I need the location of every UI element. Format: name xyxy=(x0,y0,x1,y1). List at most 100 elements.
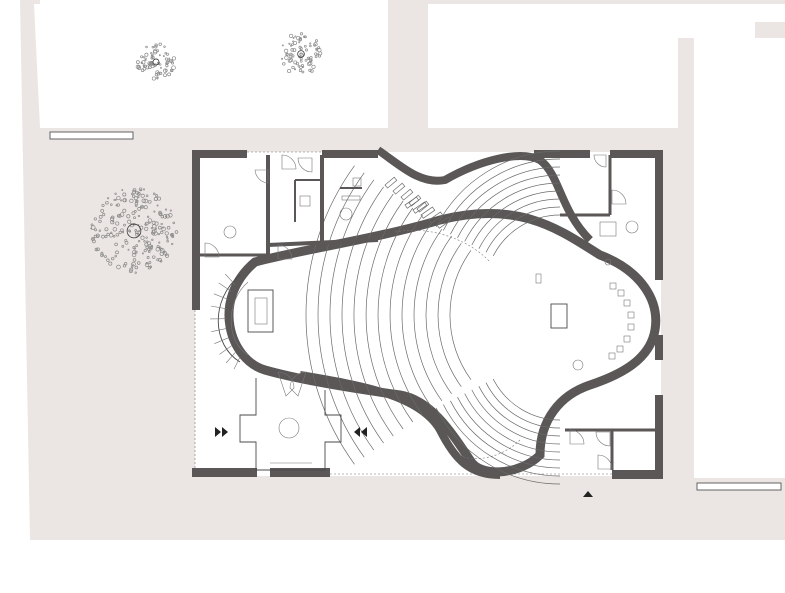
pew-south xyxy=(471,389,561,445)
organ-inner xyxy=(254,297,268,325)
bench-small xyxy=(428,211,444,224)
wall-room-4 xyxy=(267,238,379,247)
door-swing-3 xyxy=(297,157,313,173)
choir-seat xyxy=(627,311,635,319)
choir-seat xyxy=(616,345,624,353)
fixture-circle-1 xyxy=(223,225,237,239)
bench-small xyxy=(436,216,452,229)
pew-central xyxy=(437,243,462,387)
pew-central xyxy=(365,200,404,430)
pew-north xyxy=(485,206,561,253)
pew-central xyxy=(413,228,443,402)
wall-south-east xyxy=(612,470,663,479)
pew-central xyxy=(449,250,472,380)
pew-north xyxy=(435,150,561,228)
porch-outline xyxy=(239,378,342,471)
bar-west xyxy=(49,131,134,140)
pew-north xyxy=(471,190,561,246)
block-east xyxy=(694,38,785,478)
pew-central xyxy=(425,235,452,395)
site-blocks xyxy=(34,4,785,491)
door-swing-main xyxy=(277,371,295,397)
porch xyxy=(239,378,342,471)
nave xyxy=(217,146,661,479)
entrance-arrow-left-icon xyxy=(222,427,228,437)
wall-north-east xyxy=(534,150,590,158)
wall-east-bottom xyxy=(655,395,663,479)
pew-central xyxy=(401,221,433,409)
pew-central xyxy=(305,165,355,465)
fixture-rect-2 xyxy=(299,195,311,207)
pew-south xyxy=(478,386,561,437)
tree-small-icon xyxy=(135,42,176,81)
ground-west-strip xyxy=(20,0,60,540)
bench-small xyxy=(412,201,428,214)
pew-south xyxy=(464,393,561,453)
bench-small xyxy=(420,206,436,219)
pew-south xyxy=(435,407,561,485)
fixture-rect-1 xyxy=(352,177,362,187)
pew-south xyxy=(442,404,561,477)
wall-east-top xyxy=(655,150,663,280)
altar-table xyxy=(550,303,568,329)
organ-frame xyxy=(247,289,274,333)
choir-seat xyxy=(623,335,631,343)
chair-circle xyxy=(604,258,612,266)
choir-seat xyxy=(617,289,625,297)
fixture-rect-3 xyxy=(341,195,361,201)
door-swing-1 xyxy=(281,154,297,170)
nave-inner-line xyxy=(394,229,521,459)
door-swing-7 xyxy=(611,189,627,205)
block-northwest xyxy=(34,4,388,128)
apse-west xyxy=(217,274,241,363)
entrance-arrow-right-icon xyxy=(361,427,367,437)
wall-north-west xyxy=(192,150,247,158)
stair-tread xyxy=(213,293,229,300)
porch-font xyxy=(278,417,300,439)
baptismal-font xyxy=(572,359,584,371)
stair-tread xyxy=(224,273,236,285)
wall-north-mid xyxy=(322,150,378,158)
pew-south xyxy=(457,397,561,461)
door-swing-9 xyxy=(595,431,611,447)
pew-north xyxy=(464,182,561,242)
entrance-arrow-right-icon xyxy=(354,427,360,437)
wall-south-west xyxy=(192,468,257,477)
fixture-rect-4 xyxy=(599,221,617,237)
nave-shell-north xyxy=(375,146,593,243)
door-swing-5 xyxy=(277,244,293,260)
stair-tread xyxy=(211,328,227,332)
pew-central xyxy=(329,179,375,451)
pew-north xyxy=(492,214,561,257)
fixture-circle-3 xyxy=(625,220,639,234)
pew-north xyxy=(450,166,561,235)
stair-tread xyxy=(214,337,229,344)
stair-tread xyxy=(225,352,236,364)
bench-small xyxy=(392,182,406,195)
pew-south xyxy=(492,378,561,421)
choir-seat xyxy=(608,352,616,360)
wall-east-mid xyxy=(655,335,663,360)
stair-tread xyxy=(210,305,227,310)
pew-north xyxy=(442,158,561,231)
bench-small xyxy=(400,188,414,201)
stair-tread xyxy=(233,356,241,370)
chancel xyxy=(247,258,635,371)
door-swing-10 xyxy=(597,454,613,470)
bench-small xyxy=(384,176,398,189)
bar-east xyxy=(696,482,782,491)
tree-large-icon xyxy=(90,187,179,274)
pew-north xyxy=(457,174,561,238)
door-swing-main-2 xyxy=(289,371,307,397)
tree-small-icon xyxy=(281,32,323,74)
entrance-arrow-left-icon xyxy=(215,427,221,437)
rooms xyxy=(200,155,655,470)
fixture-circle-2 xyxy=(339,207,353,221)
nave-shell-south xyxy=(299,371,501,479)
door-swing-4 xyxy=(204,242,220,258)
door-swing-6 xyxy=(593,154,607,168)
block-north-middle xyxy=(428,38,678,128)
bench-small xyxy=(416,200,430,213)
stair xyxy=(209,273,241,370)
